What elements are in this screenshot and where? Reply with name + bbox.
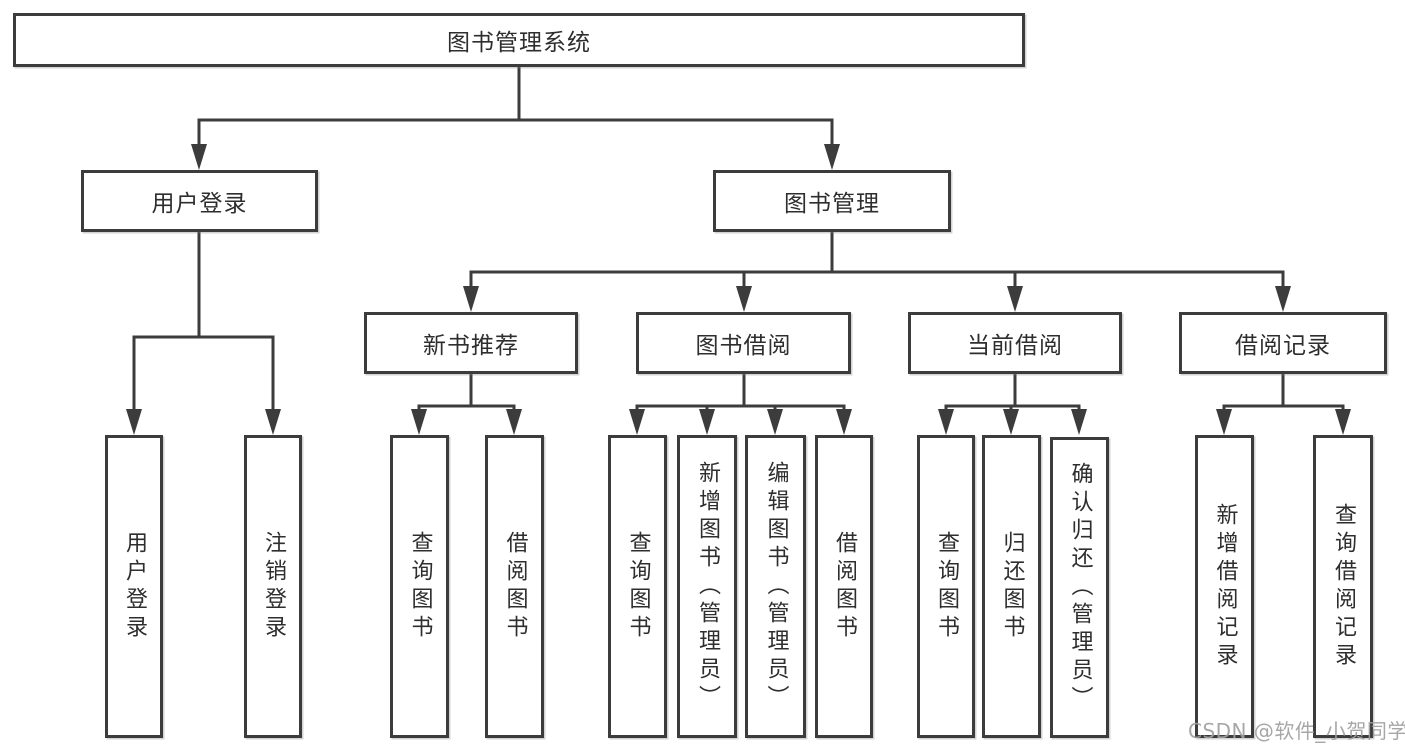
leaf-borrow-books-label: 借阅图书	[832, 530, 857, 643]
node-new-book-recommendation: 新书推荐	[364, 312, 578, 374]
leaf-query-books-current: 查询图书	[917, 435, 975, 738]
leaf-query-borrow-record-label: 查询借阅记录	[1331, 502, 1356, 671]
leaf-add-borrow-record: 新增借阅记录	[1195, 435, 1254, 738]
leaf-logout-label: 注销登录	[261, 530, 286, 643]
connector-root-to-level2	[197, 67, 834, 146]
leaf-query-borrow-record: 查询借阅记录	[1313, 435, 1373, 738]
node-root: 图书管理系统	[13, 13, 1025, 67]
leaf-borrow-books-recommend-label: 借阅图书	[502, 530, 528, 643]
node-borrowing-records: 借阅记录	[1179, 312, 1387, 374]
node-book-borrowing: 图书借阅	[636, 312, 851, 374]
node-new-book-recommendation-label: 新书推荐	[423, 333, 519, 359]
node-borrowing-records-label: 借阅记录	[1235, 333, 1331, 359]
leaf-query-books-borrowing: 查询图书	[608, 435, 667, 738]
leaf-edit-book-admin-label: 编辑图书（管理员）	[763, 460, 789, 713]
node-book-borrowing-label: 图书借阅	[695, 333, 792, 359]
watermark: CSDN @软件_小贺同学	[1188, 719, 1405, 743]
leaf-user-login-label: 用户登录	[122, 530, 147, 643]
leaf-query-books-recommend-label: 查询图书	[407, 530, 433, 643]
leaf-return-book-label: 归还图书	[999, 530, 1025, 643]
leaf-add-borrow-record-label: 新增借阅记录	[1212, 502, 1238, 671]
connector-user-login-to-leaves	[132, 231, 275, 411]
connector-book-management-to-sections	[469, 231, 1285, 288]
node-book-management: 图书管理	[713, 170, 951, 232]
leaf-logout: 注销登录	[244, 435, 302, 738]
leaf-query-books-current-label: 查询图书	[934, 530, 959, 643]
leaf-borrow-books: 借阅图书	[815, 435, 873, 738]
node-user-login: 用户登录	[81, 170, 318, 232]
leaf-confirm-return-admin: 确认归还（管理员）	[1050, 437, 1109, 738]
connector-current-borrowing-to-leaves	[944, 374, 1081, 411]
leaf-return-book: 归还图书	[982, 435, 1041, 738]
leaf-query-books-recommend: 查询图书	[390, 435, 449, 738]
node-current-borrowing-label: 当前借阅	[967, 333, 1063, 359]
leaf-borrow-books-recommend: 借阅图书	[485, 435, 544, 738]
leaf-user-login: 用户登录	[105, 435, 163, 738]
leaf-confirm-return-admin-label: 确认归还（管理员）	[1067, 461, 1093, 714]
connector-book-borrowing-to-leaves	[635, 374, 846, 411]
leaf-add-book-admin-label: 新增图书（管理员）	[695, 460, 720, 713]
connector-borrowing-records-to-leaves	[1222, 374, 1345, 411]
leaf-query-books-borrowing-label: 查询图书	[625, 530, 651, 643]
node-user-login-label: 用户登录	[151, 191, 248, 217]
arrowheads	[126, 144, 1351, 435]
node-book-management-label: 图书管理	[784, 191, 880, 217]
node-current-borrowing: 当前借阅	[908, 312, 1122, 374]
connector-new-book-recommendation-to-leaves	[417, 374, 516, 411]
leaf-edit-book-admin: 编辑图书（管理员）	[745, 435, 806, 738]
leaf-add-book-admin: 新增图书（管理员）	[677, 435, 737, 738]
node-root-label: 图书管理系统	[447, 30, 591, 56]
